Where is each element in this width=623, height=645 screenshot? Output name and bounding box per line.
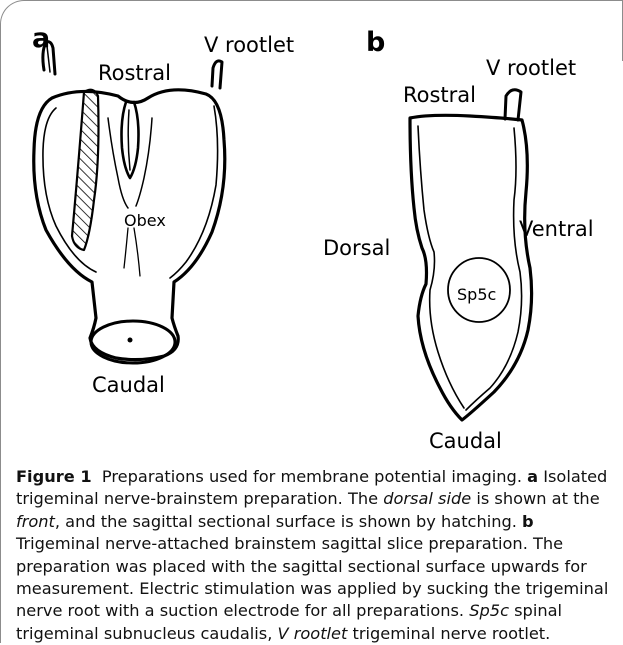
panel-b-sp5c-label: Sp5c xyxy=(457,285,496,304)
panel-a-vrootlet-label: V rootlet xyxy=(204,33,294,57)
panel-a-rostral-label: Rostral xyxy=(98,61,171,85)
panel-b-ventral-label: Ventral xyxy=(519,217,594,241)
caption-abbr-sp5c: Sp5c xyxy=(469,601,509,620)
panel-a-drawing xyxy=(34,42,225,363)
panel-b-rostral-label: Rostral xyxy=(403,83,476,107)
panel-a-obex-label: Obex xyxy=(124,211,166,230)
panel-b-rootlet xyxy=(505,90,521,120)
caption-title: Preparations used for membrane potential… xyxy=(102,467,522,486)
panel-b-drawing xyxy=(410,90,532,420)
panel-b-slice-outline xyxy=(410,115,532,420)
panel-b-caudal-label: Caudal xyxy=(429,429,502,453)
panel-b-letter: b xyxy=(366,27,385,58)
caption-a-text-2: is shown at the xyxy=(476,489,599,508)
panel-a-rootlet-right xyxy=(212,61,222,88)
caption-abbr-vrootlet: V rootlet xyxy=(278,624,348,643)
panel-b-vrootlet-label: V rootlet xyxy=(486,56,576,80)
figure-caption: Figure 1 Preparations used for membrane … xyxy=(16,466,616,645)
caption-a-italic-1: dorsal side xyxy=(383,489,471,508)
panel-a-caudal-label: Caudal xyxy=(92,373,165,397)
caption-b-letter: b xyxy=(522,512,534,531)
panel-b-dorsal-label: Dorsal xyxy=(323,236,390,260)
caption-a-italic-2: front xyxy=(16,512,55,531)
caption-abbr-vrootlet-def: trigeminal nerve rootlet. xyxy=(353,624,551,643)
caption-a-letter: a xyxy=(527,467,538,486)
caption-a-text-3: , and the sagittal sectional surface is … xyxy=(55,512,517,531)
panel-a-letter: a xyxy=(32,23,50,54)
caption-figure-label: Figure 1 xyxy=(16,467,92,486)
figure-illustration: a Rostral V rootlet Obex Caudal b V root… xyxy=(0,0,623,465)
panel-a-hatched-section xyxy=(72,90,99,250)
